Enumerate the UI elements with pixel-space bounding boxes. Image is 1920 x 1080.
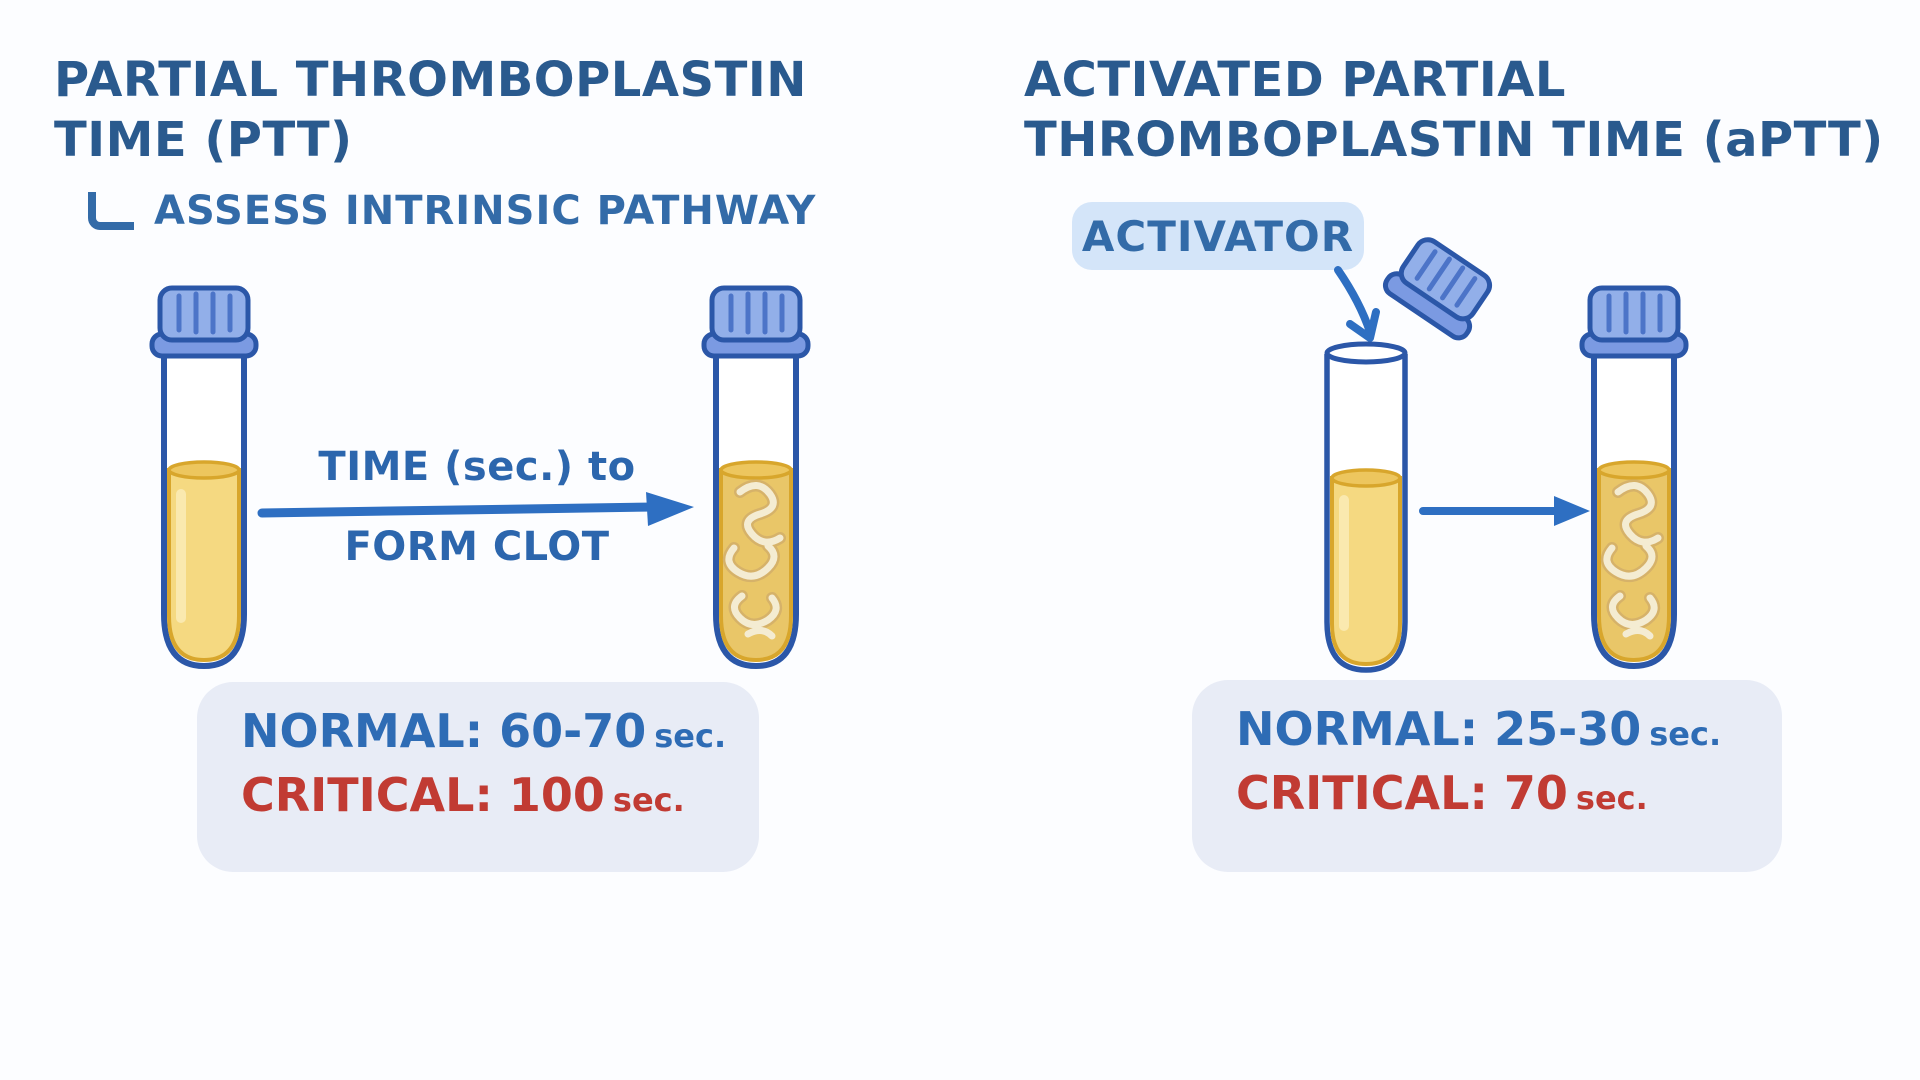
clot-strands-icon: [1600, 479, 1664, 640]
aptt-plasma-tube-icon: [1324, 341, 1408, 673]
activator-badge: ACTIVATOR: [1072, 202, 1364, 270]
aptt-clot-tube-icon: [1579, 285, 1689, 669]
activator-pour-arrow-icon: [1334, 266, 1380, 342]
aptt-title: ACTIVATED PARTIAL THROMBOPLASTIN TIME (a…: [1024, 52, 1884, 168]
time-label: TIME (sec.) to: [318, 444, 636, 490]
ptt-clot-tube-icon: [701, 285, 811, 669]
removed-cap-icon: [1382, 237, 1493, 341]
clot-strands-icon: [722, 479, 786, 640]
intrinsic-pathway-note: ASSESS INTRINSIC PATHWAY: [88, 188, 816, 234]
intrinsic-pathway-note-text: ASSESS INTRINSIC PATHWAY: [154, 188, 817, 234]
time-arrow-icon: [257, 492, 694, 526]
elbow-bracket-icon: [88, 192, 134, 230]
ptt-title: PARTIAL THROMBOPLASTIN TIME (PTT): [54, 52, 807, 168]
reaction-arrow-icon: [1419, 496, 1590, 526]
form-clot-label: FORM CLOT: [344, 524, 610, 570]
ptt-plasma-tube-icon: [149, 285, 259, 669]
